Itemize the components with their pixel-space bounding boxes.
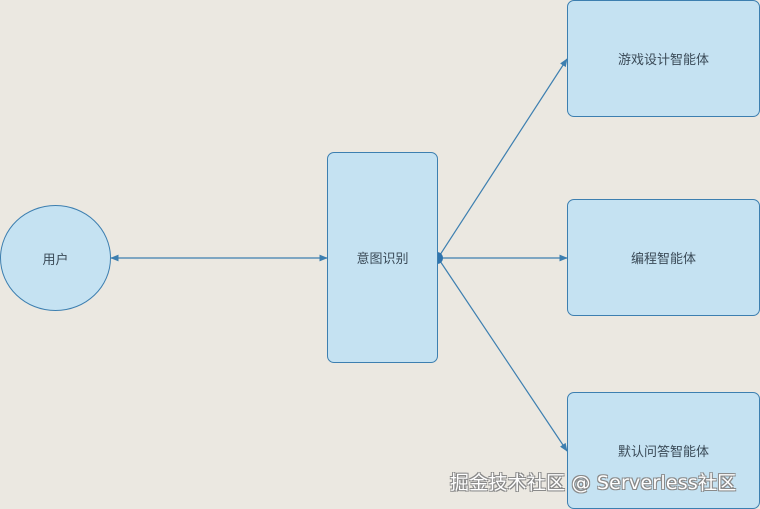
node-user-label: 用户 — [42, 252, 69, 268]
node-game-design-agent[interactable]: 游戏设计智能体 — [567, 0, 760, 117]
node-game-design-agent-label: 游戏设计智能体 — [617, 53, 709, 68]
node-user[interactable]: 用户 — [0, 205, 111, 311]
node-intent-recognition[interactable]: 意图识别 — [327, 152, 438, 363]
node-default-qa-agent-label: 默认问答智能体 — [617, 445, 709, 460]
node-coding-agent[interactable]: 编程智能体 — [567, 199, 760, 316]
edge-intent-game-agent — [437, 58, 568, 259]
node-default-qa-agent[interactable]: 默认问答智能体 — [567, 392, 760, 509]
watermark: 掘金技术社区 @ Serverless社区 — [450, 472, 737, 494]
edge-intent-default-agent — [437, 257, 568, 452]
node-coding-agent-label: 编程智能体 — [630, 252, 696, 267]
edge-source-dot — [437, 252, 443, 264]
node-intent-recognition-label: 意图识别 — [356, 252, 409, 267]
